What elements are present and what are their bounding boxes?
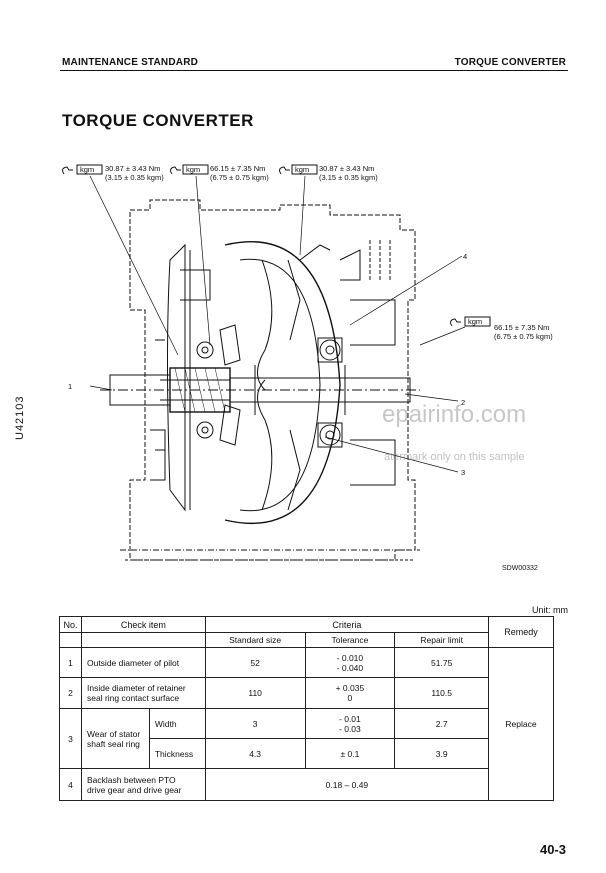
table-row: 1 Outside diameter of pilot 52 - 0.010- … (59, 647, 554, 801)
header-criteria: Criteria (204, 616, 490, 633)
header-no: No. (59, 616, 82, 633)
svg-text:kgm: kgm (468, 317, 482, 326)
header-remedy: Remedy (488, 616, 554, 648)
callout-1: 1 (68, 382, 72, 391)
torque-wrench-icon (62, 164, 103, 175)
svg-text:kgm: kgm (80, 165, 94, 174)
svg-text:66.15 ± 7.35 Nm: 66.15 ± 7.35 Nm (494, 323, 549, 332)
subheader-tolerance: Tolerance (304, 632, 396, 648)
torque-spec-4: kgm 66.15 ± 7.35 Nm (6.75 ± 0.75 kgm) (468, 317, 553, 341)
callout-2: 2 (461, 398, 465, 407)
svg-text:66.15 ± 7.35 Nm: 66.15 ± 7.35 Nm (210, 164, 265, 173)
callout-3: 3 (461, 468, 465, 477)
header-rule (60, 70, 568, 71)
watermark-subtext: atermark only on this sample (384, 451, 525, 463)
svg-text:(6.75 ± 0.75 kgm): (6.75 ± 0.75 kgm) (210, 173, 269, 182)
torque-wrench-icon (450, 316, 491, 327)
unit-label: Unit: mm (532, 605, 568, 615)
svg-text:kgm: kgm (186, 165, 200, 174)
torque-wrench-icon (279, 164, 318, 175)
maintenance-standard-table: No. Check item Criteria Remedy Standard … (59, 616, 554, 801)
torque-wrench-icon (170, 164, 209, 175)
torque-spec-3: kgm 30.87 ± 3.43 Nm (3.15 ± 0.35 kgm) (295, 164, 378, 182)
subheader-standard-size: Standard size (204, 632, 306, 648)
torque-spec-1: kgm 30.87 ± 3.43 Nm (3.15 ± 0.35 kgm) (80, 164, 164, 182)
svg-text:(3.15 ± 0.35 kgm): (3.15 ± 0.35 kgm) (105, 173, 164, 182)
header-check-item: Check item (80, 616, 206, 633)
watermark-text: epairinfo.com (382, 401, 527, 428)
svg-text:kgm: kgm (295, 165, 309, 174)
page-title: TORQUE CONVERTER (62, 111, 254, 130)
svg-text:30.87 ± 3.43 Nm: 30.87 ± 3.43 Nm (319, 164, 374, 173)
svg-text:(3.15 ± 0.35 kgm): (3.15 ± 0.35 kgm) (319, 173, 378, 182)
callout-4: 4 (463, 252, 467, 261)
figure-code: SDW00332 (502, 565, 538, 572)
torque-spec-2: kgm 66.15 ± 7.35 Nm (6.75 ± 0.75 kgm) (186, 164, 269, 182)
page-number: 40-3 (539, 842, 566, 857)
torque-converter-diagram: kgm 30.87 ± 3.43 Nm (3.15 ± 0.35 kgm) kg… (62, 164, 553, 572)
table-row: Thickness 4.3 ± 0.1 3.9 (60, 738, 554, 769)
svg-text:(6.75 ± 0.75 kgm): (6.75 ± 0.75 kgm) (494, 332, 553, 341)
svg-text:30.87 ± 3.43 Nm: 30.87 ± 3.43 Nm (105, 164, 160, 173)
subheader-repair-limit: Repair limit (394, 632, 490, 648)
header-chapter-title: TORQUE CONVERTER (454, 57, 566, 68)
header-section-title: MAINTENANCE STANDARD (62, 57, 199, 68)
remedy-replace: Replace (488, 647, 554, 801)
